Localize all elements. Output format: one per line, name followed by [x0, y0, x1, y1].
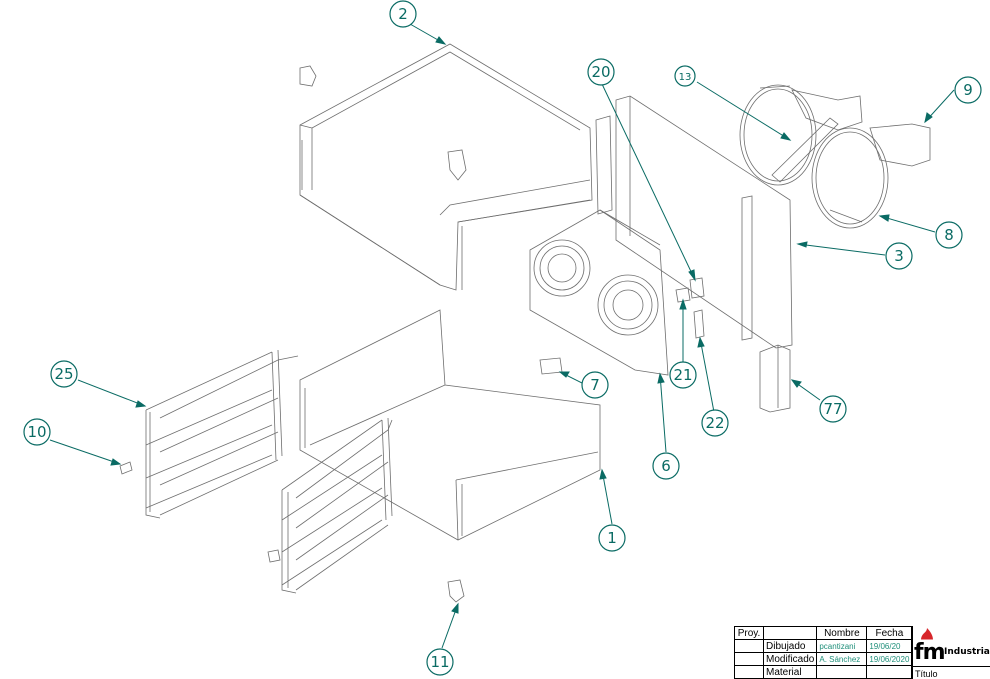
- callout-label: 25: [54, 365, 73, 383]
- title-block: Proy. Nombre Fecha Dibujado pcantizani 1…: [734, 626, 990, 679]
- callout-label: 10: [27, 423, 46, 441]
- row-spacer: [734, 665, 764, 679]
- callout-21: [669, 361, 697, 389]
- row-name: pcantizani: [816, 639, 868, 653]
- callout-11: [426, 648, 454, 676]
- title-block-table: Proy. Nombre Fecha Dibujado pcantizani 1…: [734, 626, 913, 679]
- callout-label: 20: [591, 63, 610, 81]
- callout-label: 21: [673, 366, 692, 384]
- flame-logo-icon: [921, 628, 933, 641]
- callout-3: [885, 242, 913, 270]
- callout-label: 1: [607, 529, 617, 547]
- callout-22: [701, 409, 729, 437]
- callout-9: [954, 76, 982, 104]
- callout-25: [50, 360, 78, 388]
- part-2-top-cover: [299, 43, 593, 291]
- logo-fm: fm: [914, 640, 945, 665]
- callout-label: 9: [963, 81, 973, 99]
- callout-label: 13: [679, 72, 692, 83]
- company-logo: fm Industrial: [913, 626, 990, 666]
- part-rack-right: [281, 417, 393, 594]
- callout-2: [389, 0, 417, 28]
- small-clips: [119, 65, 705, 603]
- row-role: Material: [762, 665, 818, 679]
- part-6-fan-panel: [529, 209, 669, 376]
- part-25-rack-left: [145, 349, 299, 519]
- callout-6: [652, 452, 680, 480]
- part-1-bottom-tray: [299, 309, 601, 541]
- callout-label: 11: [430, 653, 449, 671]
- row-date: [866, 665, 913, 679]
- drawing-linework: [119, 43, 931, 603]
- callout-label: 22: [705, 414, 724, 432]
- callout-1: [598, 524, 626, 552]
- row-date: 19/06/2020: [866, 652, 913, 666]
- part-3-side-plate: [595, 95, 793, 349]
- callout-7: [581, 371, 609, 399]
- callout-label: 6: [661, 457, 671, 475]
- callout-labels: 2 20 13 9 8 3 7 21 22 77 6 25 10 1 11: [27, 5, 972, 671]
- callout-13: [674, 65, 696, 87]
- callout-label: 77: [823, 400, 842, 418]
- callout-label: 3: [894, 247, 904, 265]
- callout-label: 8: [944, 226, 954, 244]
- title-divider: [913, 666, 990, 667]
- callout-label: 7: [590, 376, 600, 394]
- row-role: Modificado: [762, 652, 818, 666]
- title-label: Título: [915, 669, 938, 679]
- header-empty: [762, 626, 818, 640]
- callout-20: [587, 58, 615, 86]
- callout-label: 2: [398, 5, 408, 23]
- row-name: A. Sánchez: [816, 652, 868, 666]
- part-77-bracket: [759, 344, 791, 413]
- leader-lines: [49, 23, 955, 649]
- callout-10: [23, 418, 51, 446]
- logo-company: Industrial: [944, 647, 990, 657]
- row-name: [816, 665, 868, 679]
- header-nombre: Nombre: [816, 626, 868, 640]
- row-date: 19/06/20: [866, 639, 913, 653]
- part-9-fan-motors: [739, 84, 931, 229]
- callout-77: [819, 395, 847, 423]
- row-spacer: [734, 652, 764, 666]
- callout-bubbles: [23, 0, 982, 676]
- title-divider: [912, 626, 913, 679]
- header-proy: Proy.: [734, 626, 764, 640]
- row-role: Dibujado: [762, 639, 818, 653]
- row-spacer: [734, 639, 764, 653]
- callout-8: [935, 221, 963, 249]
- header-fecha: Fecha: [866, 626, 913, 640]
